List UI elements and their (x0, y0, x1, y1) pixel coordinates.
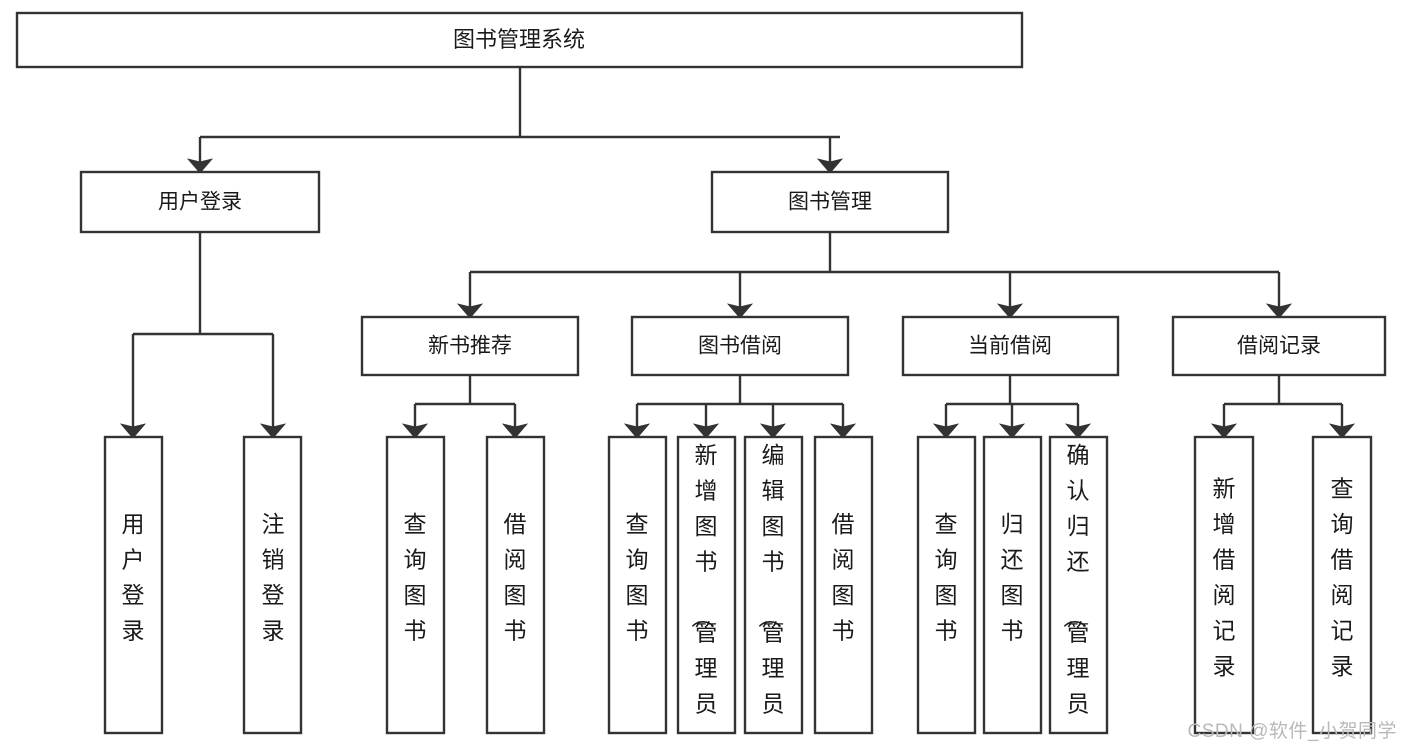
leaf-user-logout[interactable]: 注销登录 (242, 435, 303, 735)
node-new-book-recommend-label: 新书推荐 (428, 335, 512, 358)
leaf-query-book-1-label: 查询图书 (404, 511, 427, 644)
leaf-add-record-box[interactable] (1193, 435, 1255, 735)
leaf-return-book-box[interactable] (982, 435, 1043, 735)
leaf-edit-book-label: 编辑图书（管理员） (757, 442, 785, 747)
leaf-confirm-return-box[interactable] (1048, 435, 1109, 735)
node-book-borrow[interactable]: 图书借阅 (630, 315, 850, 377)
node-new-book-recommend-box[interactable] (360, 315, 580, 377)
leaf-confirm-return-label: 确认归还（管理员） (1062, 442, 1090, 747)
watermark-text: CSDN @软件_小贺同学 (1187, 721, 1397, 742)
node-new-book-recommend[interactable]: 新书推荐 (360, 315, 580, 377)
node-current-borrow-box[interactable] (901, 315, 1120, 377)
node-user-login[interactable]: 用户登录 (79, 170, 321, 234)
leaf-add-book[interactable]: 新增图书（管理员） (676, 435, 737, 747)
leaf-query-book-2[interactable]: 查询图书 (607, 435, 668, 735)
leaf-query-book-1-box[interactable] (385, 435, 446, 735)
leaf-query-record-box[interactable] (1311, 435, 1373, 735)
node-current-borrow-label: 当前借阅 (968, 335, 1052, 358)
leaf-borrow-book-1[interactable]: 借阅图书 (485, 435, 546, 735)
node-borrow-record-label: 借阅记录 (1237, 335, 1321, 358)
node-user-login-label: 用户登录 (158, 191, 242, 214)
leaf-confirm-return[interactable]: 确认归还（管理员） (1048, 435, 1109, 747)
leaf-return-book-label: 归还图书 (1001, 511, 1024, 644)
node-book-manage-box[interactable] (710, 170, 950, 234)
node-root-box[interactable] (15, 11, 1024, 69)
leaf-query-book-3[interactable]: 查询图书 (916, 435, 977, 735)
leaf-add-record-label: 新增借阅记录 (1213, 475, 1236, 679)
node-book-manage-label: 图书管理 (788, 191, 872, 214)
leaf-query-book-3-box[interactable] (916, 435, 977, 735)
leaf-user-logout-box[interactable] (242, 435, 303, 735)
node-root-label: 图书管理系统 (453, 27, 585, 52)
leaf-borrow-book-2-box[interactable] (813, 435, 874, 735)
leaf-query-book-2-box[interactable] (607, 435, 668, 735)
node-root[interactable]: 图书管理系统 (15, 11, 1024, 69)
leaf-edit-book-box[interactable] (743, 435, 804, 735)
leaf-borrow-book-2-label: 借阅图书 (832, 511, 855, 644)
leaf-user-login-box[interactable] (103, 435, 164, 735)
leaf-add-book-box[interactable] (676, 435, 737, 735)
leaf-query-book-3-label: 查询图书 (935, 511, 958, 644)
leaf-add-record[interactable]: 新增借阅记录 (1193, 435, 1255, 735)
node-book-manage[interactable]: 图书管理 (710, 170, 950, 234)
node-borrow-record-box[interactable] (1171, 315, 1387, 377)
node-book-borrow-box[interactable] (630, 315, 850, 377)
leaf-query-record-label: 查询借阅记录 (1331, 475, 1354, 679)
leaf-query-book-2-label: 查询图书 (626, 511, 649, 644)
leaf-add-book-label: 新增图书（管理员） (690, 442, 718, 747)
leaf-user-login-label: 用户登录 (122, 511, 145, 644)
node-current-borrow[interactable]: 当前借阅 (901, 315, 1120, 377)
leaf-user-logout-label: 注销登录 (262, 511, 285, 644)
leaf-borrow-book-1-box[interactable] (485, 435, 546, 735)
leaf-user-login[interactable]: 用户登录 (103, 435, 164, 735)
leaf-query-record[interactable]: 查询借阅记录 (1311, 435, 1373, 735)
node-user-login-box[interactable] (79, 170, 321, 234)
leaf-query-book-1[interactable]: 查询图书 (385, 435, 446, 735)
node-book-borrow-label: 图书借阅 (698, 335, 782, 358)
leaf-return-book[interactable]: 归还图书 (982, 435, 1043, 735)
connectors (119, 67, 1356, 439)
node-borrow-record[interactable]: 借阅记录 (1171, 315, 1387, 377)
leaf-edit-book[interactable]: 编辑图书（管理员） (743, 435, 804, 747)
leaf-borrow-book-2[interactable]: 借阅图书 (813, 435, 874, 735)
leaf-borrow-book-1-label: 借阅图书 (504, 511, 527, 644)
